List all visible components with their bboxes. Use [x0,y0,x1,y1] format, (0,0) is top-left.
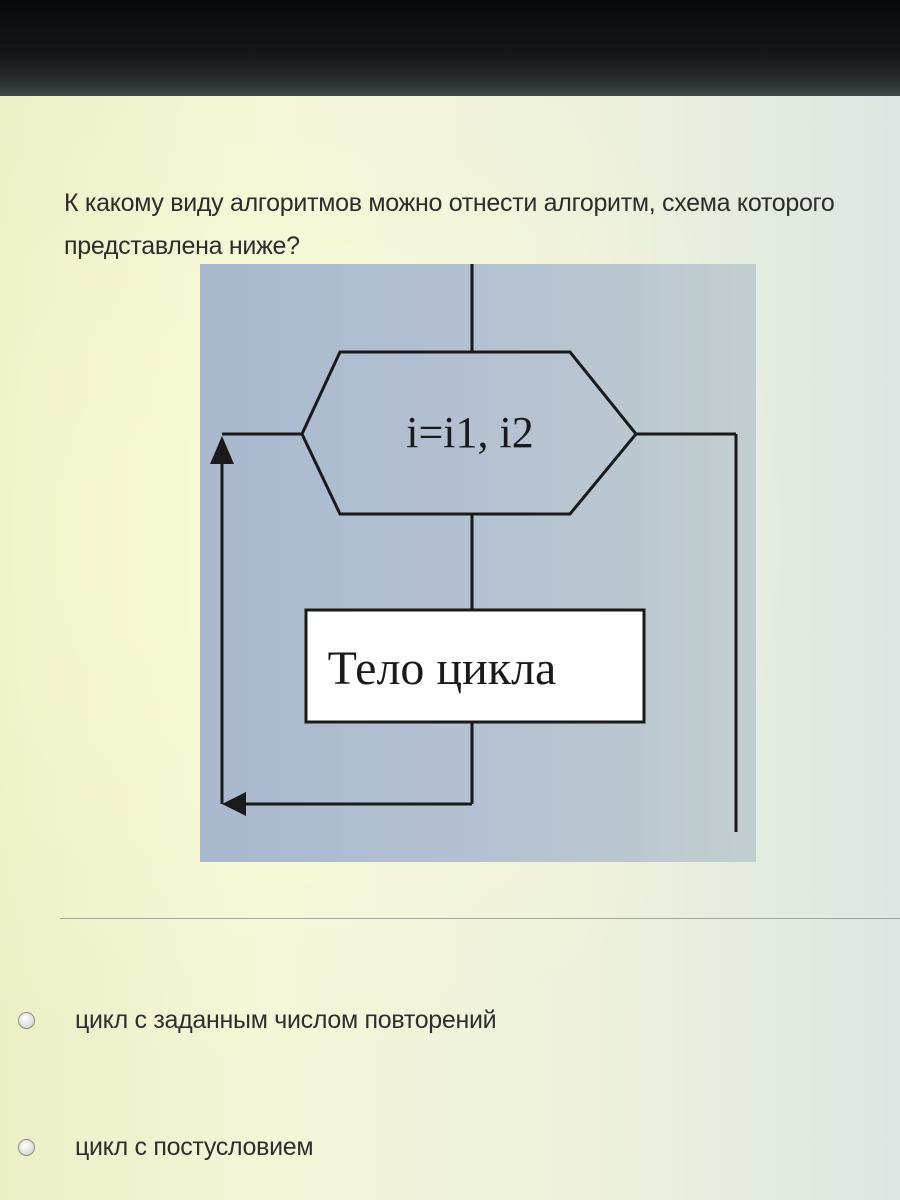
quiz-screen: К какому виду алгоритмов можно отнести а… [0,96,900,1200]
return-arrowhead [222,792,246,816]
flowchart-svg: i=i1, i2 Тело цикла [200,264,756,862]
answer-option[interactable]: цикл с постусловием [18,1127,314,1167]
answer-option[interactable]: цикл с заданным числом повторений [18,1000,497,1040]
loop-body-label: Тело цикла [328,642,557,695]
radio-button[interactable] [18,1138,35,1156]
answer-option-label: цикл с постусловием [75,1132,314,1161]
loop-body-box [304,608,646,724]
section-divider [60,918,900,919]
monitor-bezel [0,0,900,100]
answer-option-label: цикл с заданным числом повторений [75,1005,497,1034]
question-text: К какому виду алгоритмов можно отнести а… [64,189,835,260]
flowchart-background [200,264,756,862]
loop-header-label: i=i1, i2 [406,408,534,457]
radio-button[interactable] [18,1011,35,1029]
flowchart-image: i=i1, i2 Тело цикла [200,264,756,862]
loop-back-arrowhead [210,436,234,464]
